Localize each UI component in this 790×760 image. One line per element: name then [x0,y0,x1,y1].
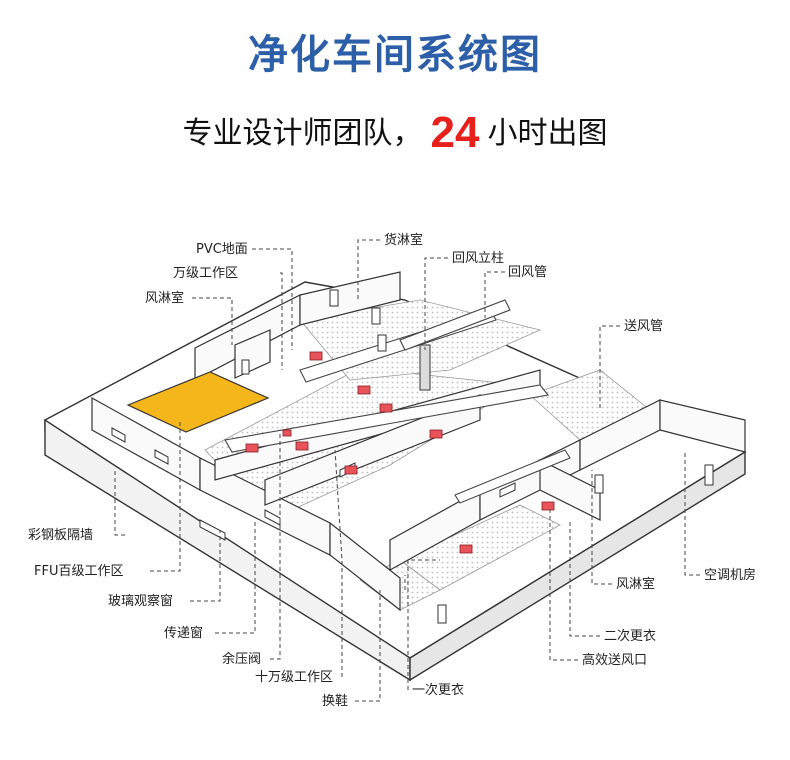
wall-right-inner [539,459,601,521]
doors [241,289,714,624]
hepa-outlet [459,544,473,554]
leader-ffu-zone [150,420,181,572]
supply-duct-right [454,449,571,504]
label-return-column: 回风立柱 [452,251,504,266]
duct-system [224,299,571,504]
leader-return-column [424,257,448,350]
label-hepa-outlet: 高效送风口 [582,652,647,668]
door-ahu [704,464,714,486]
window-5 [499,482,516,498]
subtitle-pre: 专业设计师团队， [182,116,423,151]
hepa-outlet [429,429,443,439]
wall-corridor [264,394,481,506]
hepa-outlet [245,443,259,453]
leader-class-100k [334,449,343,677]
door-air-shower-right [594,474,604,494]
label-return-duct: 回风管 [508,265,547,280]
hepa-outlets [245,351,555,554]
hepa-outlet [357,385,371,395]
wall-top-right [299,271,401,326]
leader-steel-wall [114,470,125,536]
leader-class-10k [280,272,283,370]
hepa-outlet [309,351,323,361]
label-pass-box: 传递窗 [164,625,203,641]
leader-shoe-change [355,590,381,702]
leader-first-change [407,559,440,690]
leader-ahu [684,450,700,576]
right-wall [409,450,746,682]
hepa-outlet [541,501,555,511]
label-air-shower-right: 风淋室 [616,576,655,592]
door-cargo-shower [371,307,381,325]
leader-air-shower-top [192,297,233,345]
subtitle-highlight: 24 [430,108,480,157]
subtitle-post: 小时出图 [487,116,608,151]
label-pvc-floor: PVC地面 [196,242,248,257]
label-second-change: 二次更衣 [604,628,656,644]
leader-pass-box [215,520,256,634]
hepa-outlet [344,465,358,475]
label-first-change: 一次更衣 [412,682,464,698]
label-class-100k: 十万级工作区 [255,670,333,685]
door-air-shower-top [329,289,339,307]
window-1 [111,427,126,443]
window-glass [199,519,226,541]
label-glass-window: 玻璃观察窗 [108,593,173,609]
leader-lines [114,239,700,702]
label-shoe-change: 换鞋 [322,693,348,709]
label-air-shower-top: 风淋室 [145,290,184,306]
leader-hepa-outlet [549,510,578,661]
leader-pvc-floor [252,248,293,350]
window-2 [154,449,169,465]
leader-cargo-shower [357,239,380,300]
label-steel-wall: 彩钢板隔墙 [28,528,93,543]
ffu-zone [126,371,270,433]
label-ahu-room: 空调机房 [704,567,756,583]
label-supply-duct: 送风管 [624,319,663,334]
wall-bottom-room [329,521,401,612]
label-class-10k: 万级工作区 [173,266,238,281]
leader-glass-window [190,530,221,602]
hepa-outlet [282,429,292,437]
return-column [419,344,431,391]
label-cargo-shower: 货淋室 [384,232,423,248]
leader-second-change [569,520,600,637]
leader-relief-valve [270,430,281,660]
wall-ahu [659,399,746,453]
door-air-shower-top-left [241,359,250,375]
diagram-labels: PVC地面 万级工作区 风淋室 货淋室 回风立柱 回风管 送风管 彩钢板隔墙 F… [28,232,756,709]
hepa-outlet [295,441,309,451]
door-first-change [437,604,447,624]
door-return [377,334,387,352]
page-title: 净化车间系统图 [248,32,542,78]
hepa-outlet [379,403,393,413]
return-duct [399,299,511,351]
label-ffu-zone: FFU百级工作区 [34,564,123,579]
leader-return-duct [484,271,505,318]
label-relief-valve: 余压阀 [222,651,261,667]
supply-duct-main [224,384,550,453]
